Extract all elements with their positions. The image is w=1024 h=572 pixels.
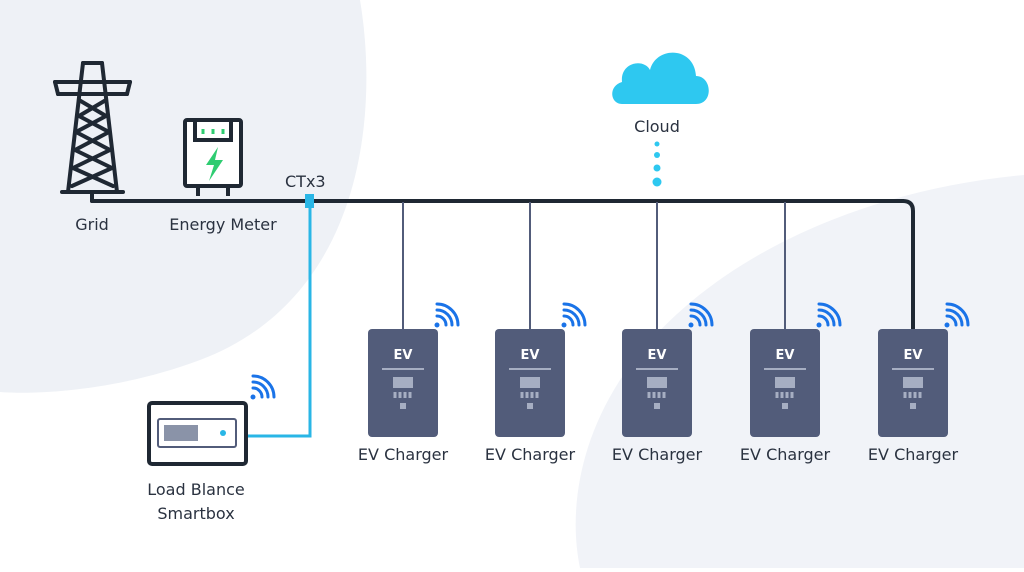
cloud-dotted-link	[652, 141, 662, 187]
charger-keypad-key	[525, 392, 529, 398]
charger-keypad-key	[775, 392, 779, 398]
charger-badge: EV	[904, 348, 923, 363]
wifi-icon	[816, 302, 842, 328]
charger-screen	[775, 377, 795, 388]
wifi-icon	[688, 302, 714, 328]
smartbox-label-line2: Smartbox	[157, 504, 235, 523]
bus-line-end	[901, 199, 915, 332]
ev-charger-5: EV	[878, 329, 948, 437]
energy-meter-label: Energy Meter	[169, 215, 277, 234]
charger-keypad-key	[908, 392, 912, 398]
charger-keypad-key	[530, 392, 534, 398]
cloud-label: Cloud	[634, 117, 680, 136]
charger-screen	[393, 377, 413, 388]
ev-charger-label: EV Charger	[357, 445, 449, 464]
ev-charger-label: EV Charger	[739, 445, 831, 464]
background-blob-left	[0, 0, 367, 393]
smartbox-icon	[147, 401, 248, 466]
charger-screen	[520, 377, 540, 388]
charger-keypad-key	[657, 392, 661, 398]
charger-badge: EV	[648, 348, 667, 363]
wifi-icon	[561, 302, 587, 328]
energy-meter-icon	[183, 118, 243, 196]
charger-keypad-key	[662, 392, 666, 398]
ev-charger-3: EV	[622, 329, 692, 437]
charger-keypad-key	[918, 392, 922, 398]
charger-keypad-key	[647, 392, 651, 398]
charger-button	[910, 403, 916, 409]
charger-badge: EV	[394, 348, 413, 363]
chargers-group: EV EV EV EV EV	[368, 302, 970, 437]
charger-keypad-key	[790, 392, 794, 398]
cloud-icon	[612, 52, 709, 104]
ev-charger-label: EV Charger	[484, 445, 576, 464]
wifi-icon	[944, 302, 970, 328]
bolt-icon	[206, 147, 223, 181]
charger-keypad-key	[780, 392, 784, 398]
ev-charger-2: EV	[495, 329, 565, 437]
charger-screen	[903, 377, 923, 388]
charger-badge: EV	[776, 348, 795, 363]
charger-keypad-key	[913, 392, 917, 398]
ev-charger-4: EV	[750, 329, 820, 437]
charger-keypad-key	[393, 392, 397, 398]
smartbox-wifi-icon	[250, 374, 276, 400]
charger-keypad-key	[520, 392, 524, 398]
charger-button	[527, 403, 533, 409]
smartbox-label-line1: Load Blance	[147, 480, 245, 499]
charger-keypad-key	[408, 392, 412, 398]
ev-charger-1: EV	[368, 329, 438, 437]
charger-screen	[647, 377, 667, 388]
smartbox-link-line	[246, 208, 312, 438]
ev-charger-label: EV Charger	[611, 445, 703, 464]
charger-keypad-key	[535, 392, 539, 398]
charger-keypad-key	[652, 392, 656, 398]
charger-keypad-key	[403, 392, 407, 398]
charger-badge: EV	[521, 348, 540, 363]
grid-label: Grid	[75, 215, 109, 234]
charger-keypad-key	[785, 392, 789, 398]
ct-sensor	[305, 194, 314, 208]
charger-keypad-key	[903, 392, 907, 398]
charger-button	[400, 403, 406, 409]
ct-label: CTx3	[285, 172, 326, 191]
charger-button	[782, 403, 788, 409]
ev-charger-label: EV Charger	[867, 445, 959, 464]
wifi-icon	[434, 302, 460, 328]
charger-button	[654, 403, 660, 409]
charger-keypad-key	[398, 392, 402, 398]
